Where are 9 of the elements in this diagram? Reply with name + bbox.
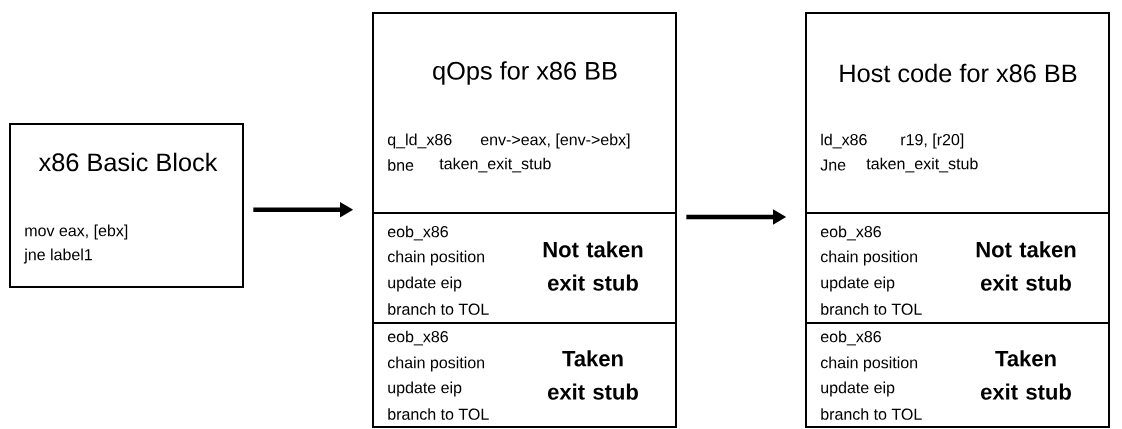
code-box: x86 Basic Block mov eax, [ebx] jne label1 xyxy=(9,123,244,288)
exit-stub-section: eob_x86 chain position update eip branch to TOL Taken exit stub xyxy=(371,322,678,420)
exit-stub-section: eob_x86 chain position update eip branch to TOL Not taken exit stub xyxy=(804,212,1111,315)
block-frame xyxy=(372,12,677,428)
code-section: Host code for x86 BB ld_x86 r19, [r20] Jne taken_exit_stub xyxy=(820,63,1077,173)
block-frame xyxy=(805,12,1110,428)
exit-stub-section: eob_x86 chain position update eip branch to TOL Not taken exit stub xyxy=(371,212,678,315)
exit-stub-section: eob_x86 chain position update eip branch to TOL Taken exit stub xyxy=(804,322,1111,420)
code-section: qOps for x86 BB q_ld_x86 env->eax, [env->ebx] bne taken_exit_stub xyxy=(387,61,630,173)
